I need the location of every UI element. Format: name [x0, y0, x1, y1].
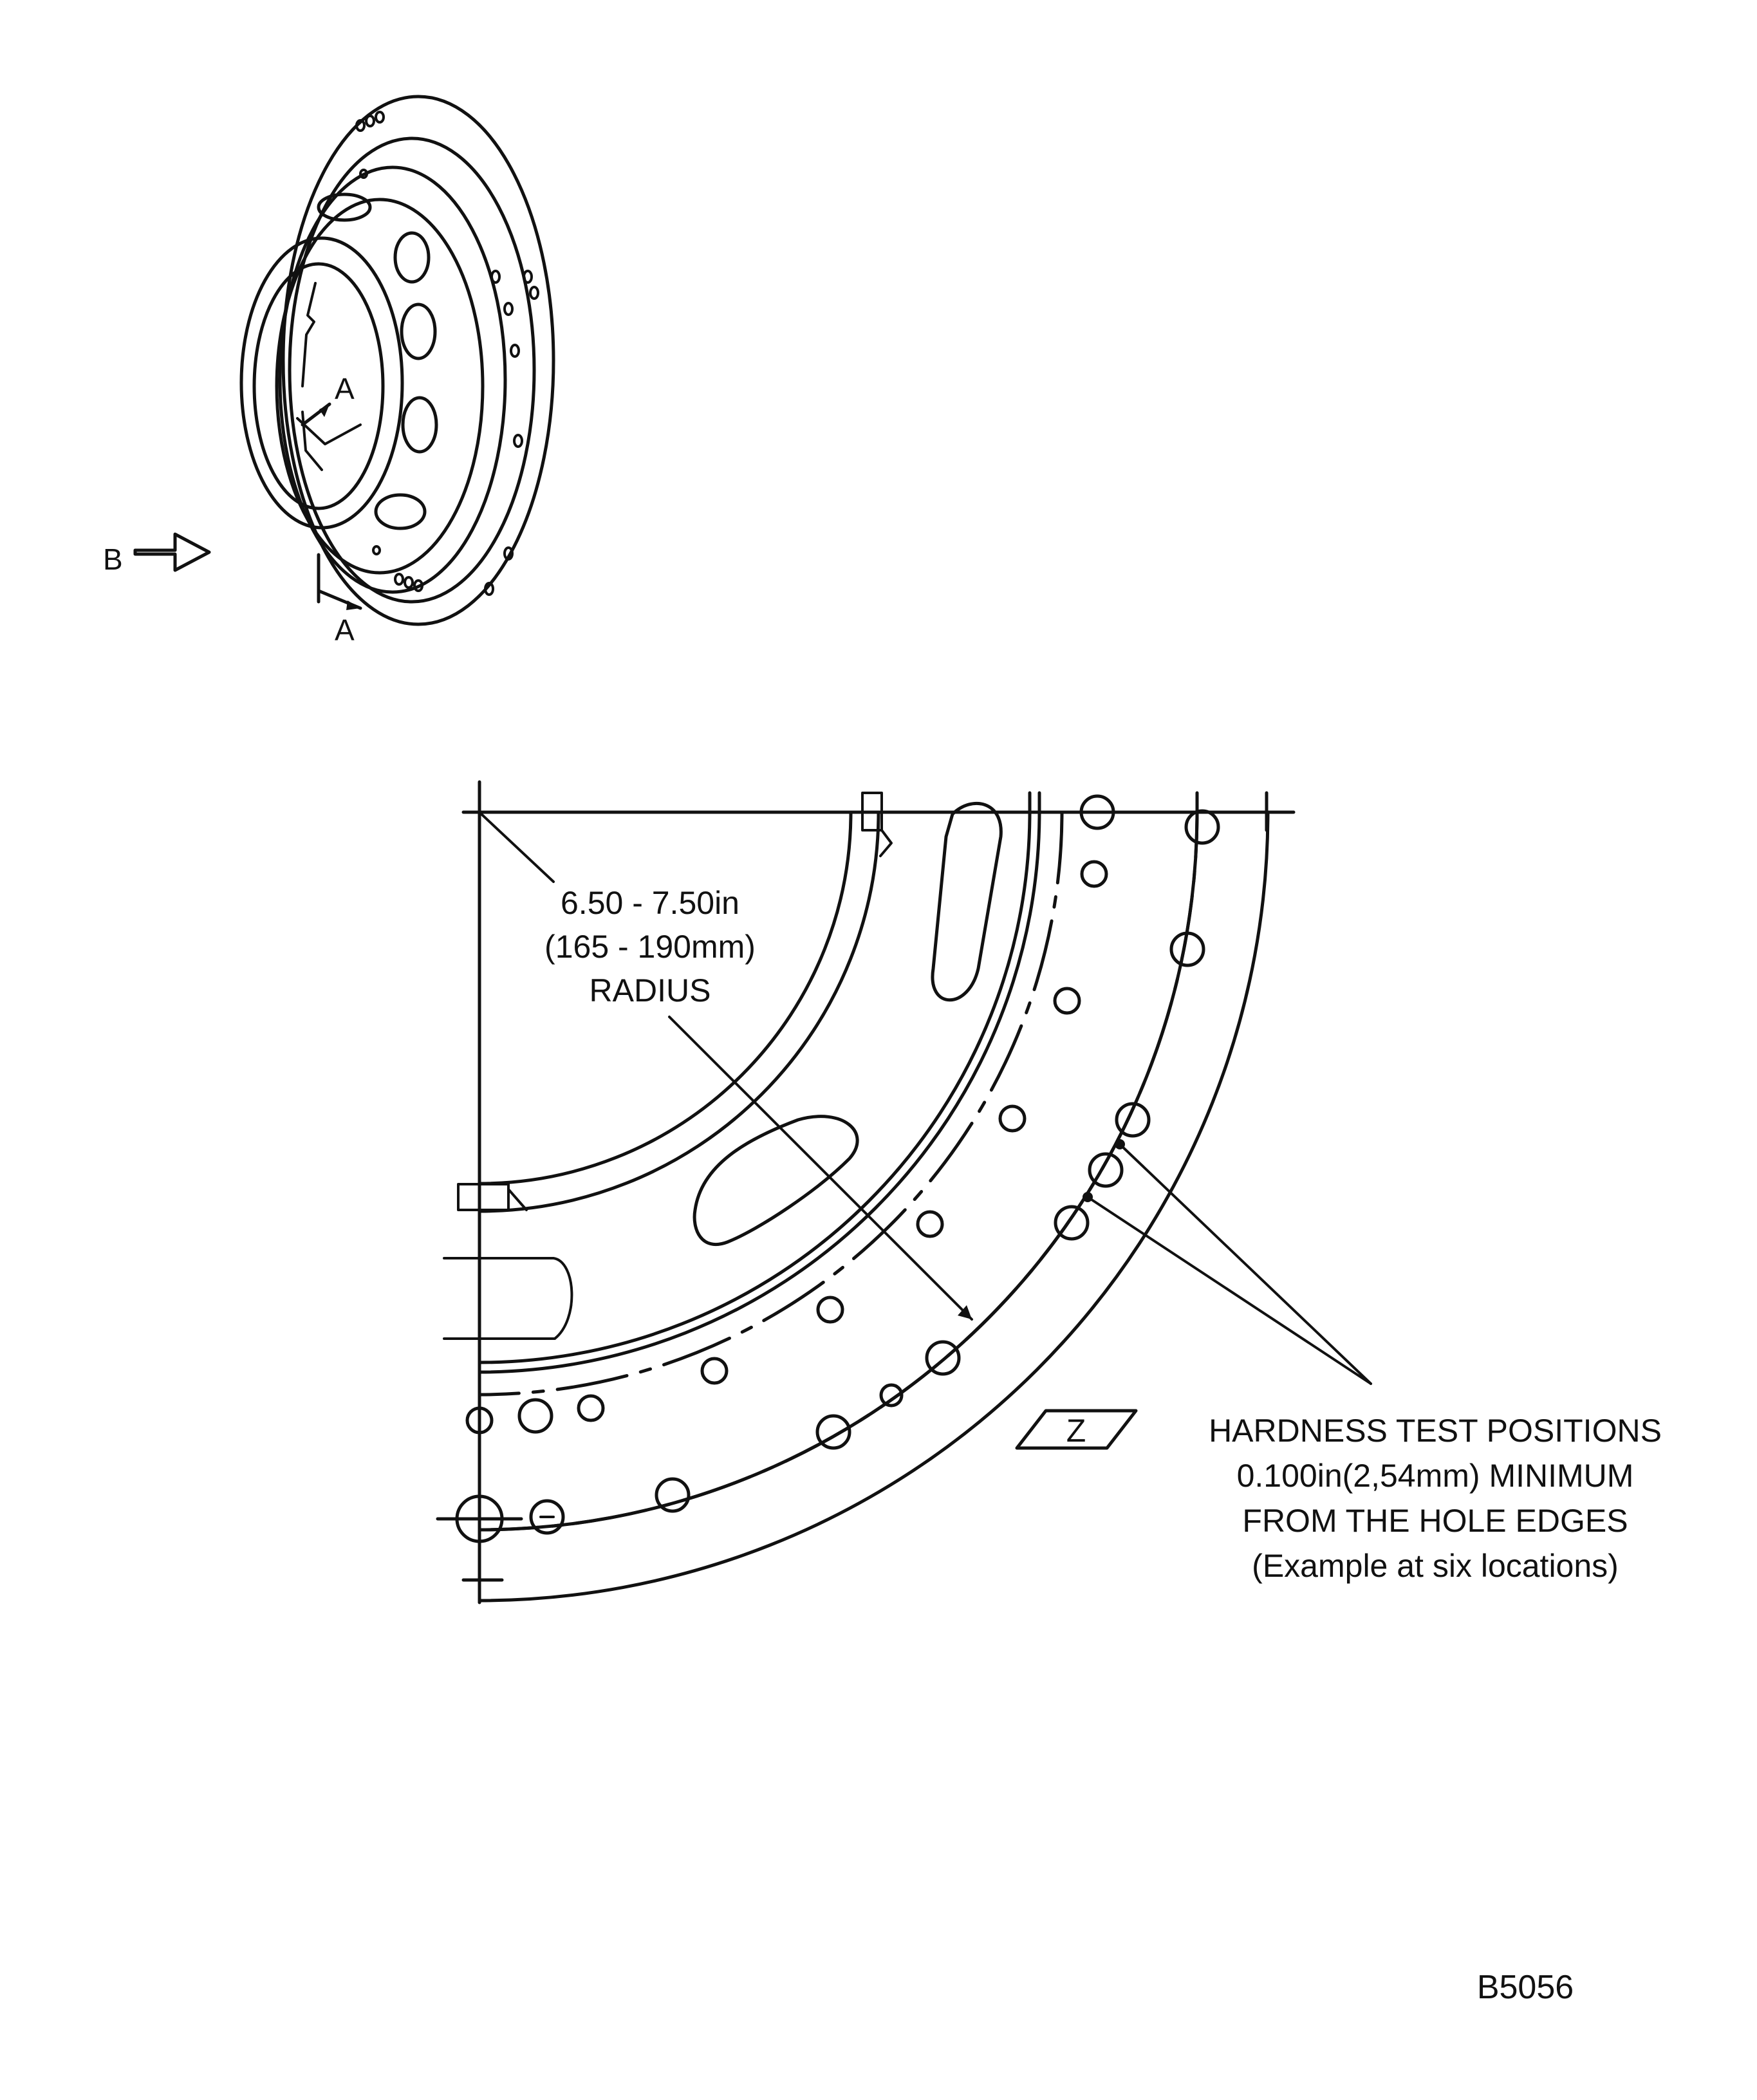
isometric-part-view [239, 95, 555, 626]
hardness-note-line3: FROM THE HOLE EDGES [1242, 1503, 1628, 1539]
hardness-leaders [1086, 1143, 1372, 1385]
radius-note-line1: 6.50 - 7.50in [561, 885, 739, 921]
hollow-arrow-icon [133, 532, 211, 572]
section-a-bottom-label: A [335, 613, 355, 647]
hardness-note-line2: 0.100in(2,54mm) MINIMUM [1237, 1458, 1634, 1494]
quadrant-view [436, 780, 1296, 1604]
view-b-label: B [103, 543, 123, 576]
radius-leader [480, 813, 973, 1321]
hardness-note-line4: (Example at six locations) [1252, 1548, 1619, 1584]
parallelogram-icon [1015, 1409, 1138, 1450]
z-symbol-label: Z [1066, 1413, 1086, 1449]
radius-note-line2: (165 - 190mm) [544, 929, 756, 965]
section-a-top-label: A [335, 372, 355, 405]
hardness-note-line1: HARDNESS TEST POSITIONS [1209, 1413, 1662, 1449]
figure-id: B5056 [1477, 1969, 1574, 2006]
radius-note-line3: RADIUS [590, 972, 711, 1008]
